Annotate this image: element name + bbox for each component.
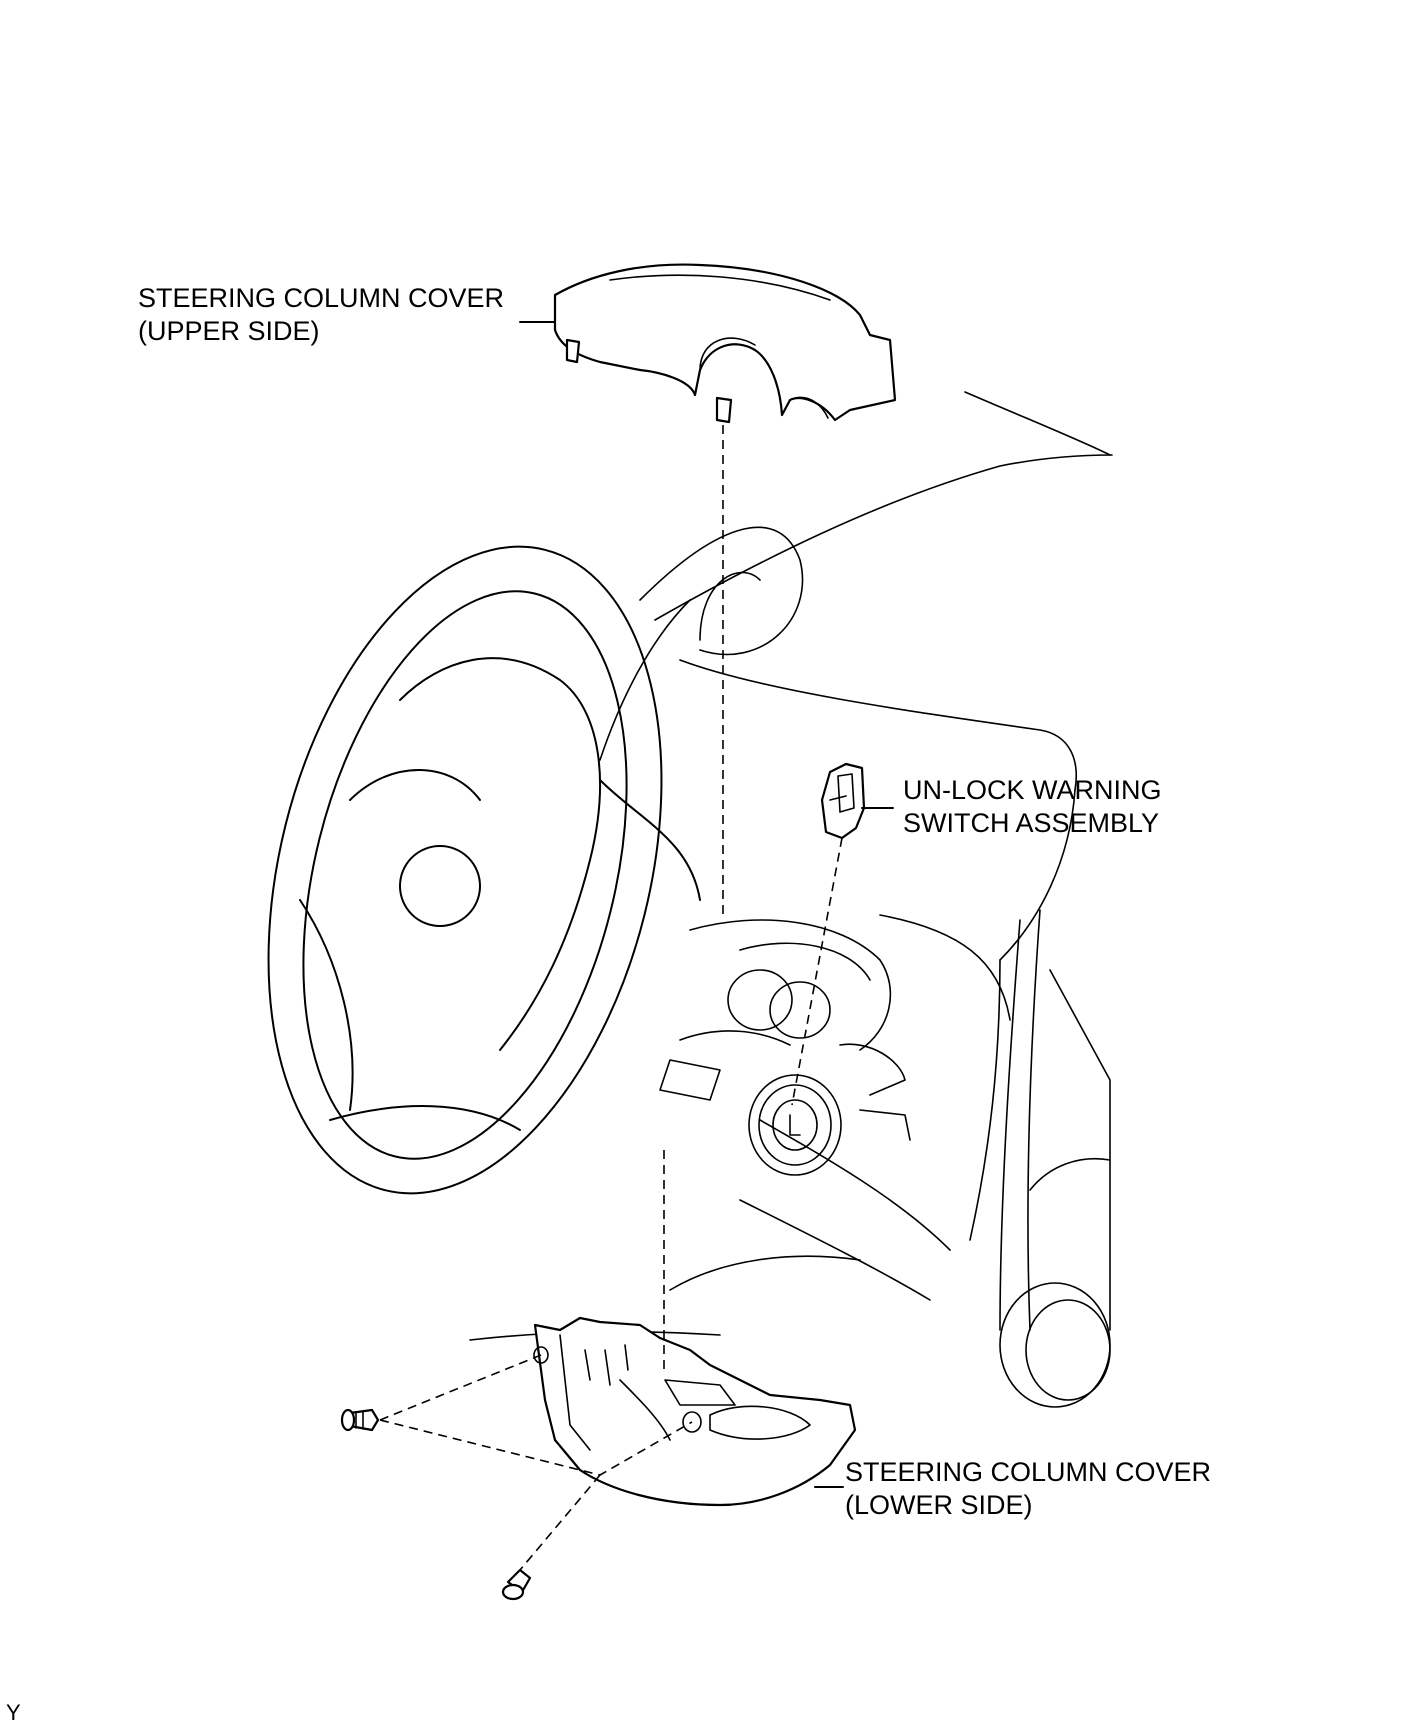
label-lower-cover-line1: STEERING COLUMN COVER: [845, 1457, 1212, 1487]
label-upper-cover-line1: STEERING COLUMN COVER: [138, 283, 505, 313]
lower-cover-part: [533, 1316, 857, 1507]
figure-code: Y: [6, 1700, 21, 1725]
leader-lines: [519, 321, 894, 1488]
steering-wheel: [267, 545, 701, 1195]
assembly-dashed-lines: [379, 425, 843, 1571]
label-upper-cover-line2: (UPPER SIDE): [138, 316, 320, 346]
label-unlock-switch-line2: SWITCH ASSEMBLY: [903, 808, 1160, 838]
dash-knob: [999, 1282, 1111, 1408]
label-lower-cover-line2: (LOWER SIDE): [845, 1490, 1033, 1520]
label-unlock-switch-line1: UN-LOCK WARNING: [903, 775, 1162, 805]
column-area: [659, 919, 911, 1176]
label-upper-cover: STEERING COLUMN COVER (UPPER SIDE): [138, 282, 504, 348]
dashboard-outline: [469, 391, 1113, 1341]
unlock-switch-part: [820, 762, 866, 840]
upper-cover-part: [553, 263, 897, 424]
screw-bottom: [501, 1568, 532, 1601]
screw-left: [340, 1408, 380, 1432]
label-unlock-switch: UN-LOCK WARNING SWITCH ASSEMBLY: [903, 774, 1162, 840]
label-lower-cover: STEERING COLUMN COVER (LOWER SIDE): [845, 1456, 1211, 1522]
